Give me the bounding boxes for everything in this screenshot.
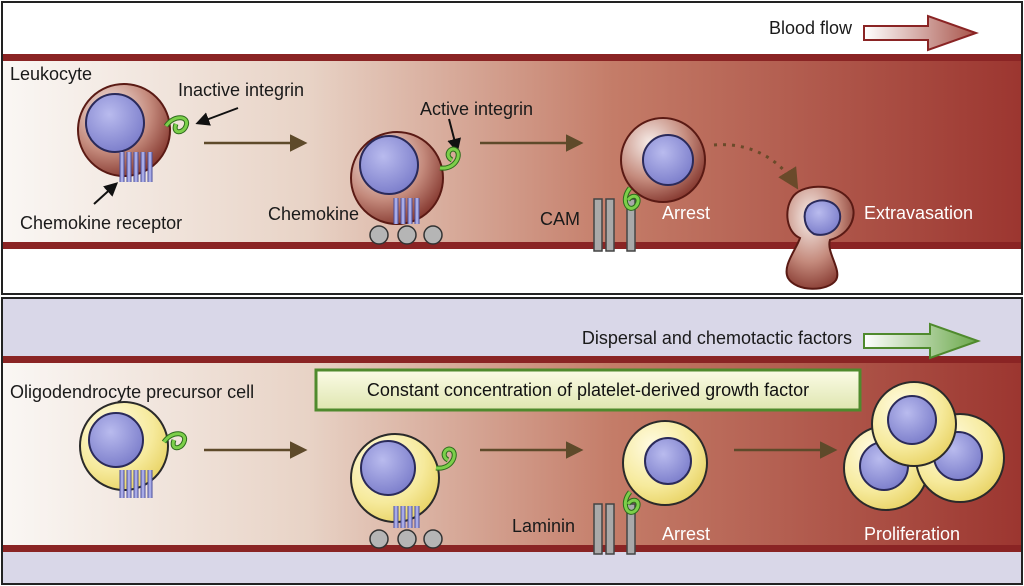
dispersal-label: Dispersal and chemotactic factors <box>582 328 852 348</box>
laminin-label: Laminin <box>512 516 575 536</box>
arrest-label-top: Arrest <box>662 203 710 223</box>
leukocyte-label: Leukocyte <box>10 64 92 84</box>
extravasation-label: Extravasation <box>864 203 973 223</box>
pdgf-banner <box>314 368 862 412</box>
active-integrin-label: Active integrin <box>420 99 533 119</box>
opc-cell-icon <box>622 420 708 506</box>
inactive-integrin-label: Inactive integrin <box>178 80 304 100</box>
chemokine-icon <box>369 225 443 245</box>
bottom-panel: Dispersal and chemotactic factors Oligod… <box>1 297 1023 585</box>
opc-cell-icon <box>79 401 169 491</box>
leukocyte-cell-icon <box>785 185 855 290</box>
leukocyte-cell-icon <box>620 117 706 203</box>
chemokine-icon <box>369 529 443 549</box>
inactive-integrin-pointer <box>195 107 239 126</box>
top-panel: Blood flow Leukocyte Inactive integrin C… <box>1 1 1023 295</box>
bottom-vessel-wall-upper <box>3 356 1021 363</box>
proliferation-label: Proliferation <box>864 524 960 544</box>
bottom-vessel-wall-lower <box>3 545 1021 552</box>
chemokine-receptor-pointer <box>93 182 119 205</box>
chemokine-receptor-label: Chemokine receptor <box>20 213 182 233</box>
cam-label: CAM <box>540 209 580 229</box>
opc-cell-icon <box>350 433 440 523</box>
active-integrin-pointer <box>447 118 461 153</box>
arrest-label-bottom: Arrest <box>662 524 710 544</box>
opc-cell-icon <box>871 381 957 467</box>
blood-flow-arrow-icon <box>863 14 979 52</box>
extravasation-arrow <box>713 143 799 190</box>
opc-label: Oligodendrocyte precursor cell <box>10 382 254 402</box>
chemokine-label: Chemokine <box>268 204 359 224</box>
dispersal-arrow-icon <box>863 322 981 360</box>
top-vessel-wall-lower <box>3 242 1021 249</box>
leukocyte-cell-icon <box>77 83 171 177</box>
blood-flow-label: Blood flow <box>769 18 853 38</box>
cam-icon <box>593 198 636 252</box>
leukocyte-cell-icon <box>350 131 444 225</box>
top-vessel-wall-upper <box>3 54 1021 61</box>
pdgf-banner-label: Constant concentration of platelet-deriv… <box>367 380 809 400</box>
